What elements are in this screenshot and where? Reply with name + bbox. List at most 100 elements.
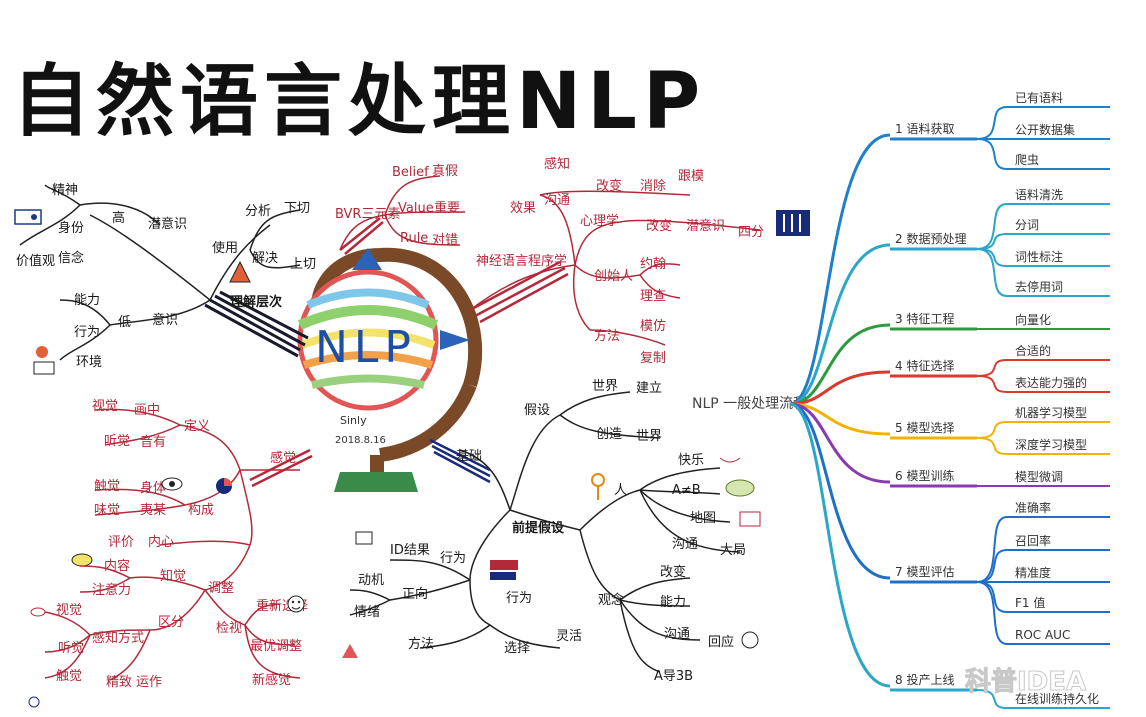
- flow-leaf-line: [976, 359, 1008, 377]
- branch-nlp-science: [469, 190, 761, 346]
- flow-step-label: 4 特征选择: [895, 358, 954, 373]
- bvr-item: 重要: [434, 200, 460, 216]
- bc-word: A导3B: [654, 669, 693, 684]
- flow-step-label: 5 模型选择: [895, 421, 954, 435]
- tr-word: 复制: [640, 351, 666, 366]
- ml-word: 视觉: [92, 399, 118, 414]
- tl-word: 信念: [58, 250, 84, 266]
- flow-leaf-line: [976, 106, 1008, 140]
- flow-leaf-label: 召回率: [1015, 533, 1051, 548]
- bc-word: 快乐: [678, 453, 704, 468]
- bc-word: 假设: [524, 403, 550, 418]
- bc-word: 选择: [504, 641, 530, 656]
- tl-word: 下切: [284, 201, 310, 216]
- ml-word: 内心: [148, 534, 174, 550]
- bl-word: 内容: [104, 558, 130, 574]
- tl-word: 意识: [152, 312, 178, 328]
- bl-word: 最优调整: [250, 639, 302, 654]
- flow-leaf-label: 爬虫: [1015, 153, 1039, 167]
- bl-word: 调整: [208, 581, 234, 596]
- tr-word: 感知: [544, 156, 570, 172]
- tr-icons: [776, 210, 810, 236]
- branch-understanding-levels: [19, 184, 301, 361]
- flow-step-label: 1 语料获取: [895, 122, 954, 136]
- tl-word: 使用: [212, 240, 238, 256]
- flow-branch-line: [789, 243, 891, 406]
- bc-word: 沟通: [664, 627, 690, 642]
- flow-leaf-label: 合适的: [1015, 343, 1051, 358]
- bc-word: 世界: [592, 379, 618, 394]
- flow-leaf-line: [976, 581, 1008, 645]
- bc-word: 观念: [598, 592, 624, 608]
- signature: Sinly: [340, 414, 367, 427]
- bvr-item: 对错: [432, 233, 458, 248]
- bc-word: 方法: [408, 636, 434, 652]
- flow-leaf-label: 表达能力强的: [1015, 375, 1087, 390]
- tr-word: 消除: [640, 179, 666, 194]
- tr-word: 改变: [596, 178, 622, 194]
- tr-word: 理查: [640, 289, 666, 304]
- globe-illustration: NLP Sinly 2018.8.16: [297, 247, 483, 492]
- tr-root: 神经语言程序学: [476, 253, 567, 269]
- bl-word: 运作: [136, 675, 162, 690]
- flow-branch-line: [789, 402, 891, 580]
- bc-word: 沟通: [672, 537, 698, 552]
- flow-branch-line: [789, 133, 891, 406]
- bl-word: 精致: [106, 675, 132, 690]
- bvr-item: Rule: [400, 231, 428, 246]
- flow-leaf-label: 公开数据集: [1015, 122, 1075, 137]
- ml-word: 听觉: [104, 434, 130, 449]
- tr-word: 效果: [510, 201, 536, 216]
- flow-leaf-line: [976, 138, 1008, 170]
- flow-leaf-label: 已有语料: [1015, 91, 1063, 105]
- bc-word: 情绪: [354, 605, 380, 620]
- ml-word: 夷某: [140, 502, 166, 518]
- bl-word: 听觉: [58, 641, 84, 656]
- tr-word: 模仿: [640, 319, 666, 334]
- flow-leaf-label: F1 值: [1015, 595, 1045, 610]
- ml-word: 味觉: [94, 503, 120, 518]
- tl-word: 高: [112, 210, 125, 226]
- bc-word: 建立: [636, 381, 662, 396]
- ml-root: 感觉: [270, 450, 296, 466]
- flow-branch-line: [789, 323, 891, 406]
- bc-word: ID结果: [390, 543, 430, 558]
- tr-word: 约翰: [640, 257, 666, 272]
- ml-word: 评价: [108, 535, 134, 550]
- tl-word: 分析: [245, 204, 271, 219]
- flow-leaf-label: 在线训练持久化: [1015, 691, 1099, 706]
- tr-word: 跟模: [678, 169, 704, 184]
- flow-leaf-label: 深度学习模型: [1015, 437, 1087, 452]
- bl-word: 感知方式: [92, 630, 144, 646]
- senses-stripes: [249, 448, 313, 488]
- tl-word: 精神: [52, 183, 78, 198]
- ml-icons: [71, 477, 232, 567]
- flow-leaf-line: [976, 248, 1008, 297]
- flow-branch-line: [789, 402, 891, 688]
- tl-word: 低: [118, 315, 131, 330]
- nlp-science-stripes: [469, 260, 569, 324]
- bc-word: 大局: [720, 543, 746, 558]
- flow-leaf-line: [976, 203, 1008, 250]
- flow-leaf-label: 词性标注: [1015, 249, 1063, 264]
- tr-word: 四分: [738, 225, 764, 240]
- flow-leaf-label: 去停用词: [1015, 279, 1063, 294]
- bc-word: 世界: [636, 429, 662, 444]
- tl-word: 上切: [290, 257, 316, 272]
- tl-word: 身份: [58, 220, 84, 236]
- bc-word: 创造: [596, 427, 622, 442]
- bvr-item: Value: [398, 201, 434, 216]
- bc-word: 行为: [506, 591, 532, 606]
- flow-root-label: NLP 一般处理流程: [692, 396, 807, 412]
- flow-leaf-line: [976, 421, 1008, 439]
- branch-senses: [94, 408, 300, 546]
- tr-word: 心理学: [580, 213, 619, 229]
- bc-word: 基础: [456, 449, 482, 464]
- flow-leaf-label: 向量化: [1015, 312, 1051, 327]
- flow-step-label: 8 投产上线: [895, 672, 954, 687]
- tl-word: 价值观: [16, 253, 55, 269]
- bc-word: 地图: [690, 511, 716, 526]
- bl-word: 视觉: [56, 603, 82, 618]
- bvr-stripes: [339, 217, 384, 255]
